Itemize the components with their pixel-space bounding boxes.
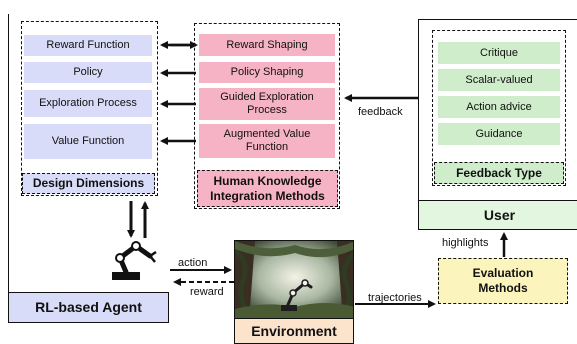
feedback-type-group (432, 30, 566, 186)
method-label: Reward Shaping (226, 38, 308, 51)
design-dimension-exploration-process: Exploration Process (24, 90, 152, 117)
feedback-scalar-valued: Scalar-valued (438, 69, 560, 91)
environment-image (234, 240, 354, 320)
highlights-label: highlights (442, 237, 488, 249)
rl-agent-title-text: RL-based Agent (35, 299, 142, 315)
feedback-type-title-text: Feedback Type (456, 165, 542, 180)
robot-arm-icon (112, 241, 157, 280)
method-label: Augmented Value Function (223, 128, 311, 153)
evaluation-methods-box: Evaluation Methods (438, 258, 568, 304)
design-dimension-policy: Policy (24, 62, 152, 83)
method-dimension-arrows (160, 41, 198, 145)
integration-methods-title-text: Human Knowledge Integration Methods (210, 173, 325, 203)
feedback-label: Critique (480, 46, 518, 59)
feedback-critique: Critique (438, 42, 560, 64)
design-dimensions-group (21, 21, 158, 196)
environment-title: Environment (234, 318, 354, 344)
feedback-label: feedback (358, 106, 403, 118)
environment-title-text: Environment (251, 322, 337, 339)
feedback-type-title: Feedback Type (434, 162, 564, 184)
method-policy-shaping: Policy Shaping (199, 62, 335, 83)
feedback-label: Guidance (475, 127, 523, 140)
feedback-action-advice: Action advice (438, 96, 560, 118)
highlights-label-text: highlights (442, 237, 489, 249)
user-title-text: User (483, 206, 516, 223)
feedback-label-text: feedback (358, 106, 403, 118)
reward-label-text: reward (190, 286, 224, 298)
reward-label: reward (190, 286, 224, 298)
method-label: Policy Shaping (230, 66, 304, 78)
rl-agent-title: RL-based Agent (8, 292, 169, 323)
trajectories-label: trajectories (368, 292, 422, 304)
design-dimension-value-function: Value Function (24, 124, 152, 159)
trajectories-label-text: trajectories (368, 292, 422, 304)
design-dimensions-title-text: Design Dimensions (32, 176, 145, 190)
method-label: Guided Exploration Process (220, 91, 314, 116)
method-guided-exploration-process: Guided Exploration Process (199, 88, 335, 120)
action-label: action (178, 257, 207, 269)
feedback-guidance: Guidance (438, 123, 560, 145)
evaluation-methods-text: Evaluation Methods (472, 266, 534, 295)
feedback-label: Scalar-valued (465, 73, 533, 86)
design-dimension-label: Reward Function (46, 39, 130, 51)
integration-methods-title: Human Knowledge Integration Methods (197, 170, 338, 207)
method-reward-shaping: Reward Shaping (199, 34, 335, 56)
method-augmented-value-function: Augmented Value Function (199, 124, 335, 158)
user-title: User (418, 200, 577, 230)
integration-methods-group (194, 23, 340, 209)
design-dimensions-title: Design Dimensions (22, 173, 155, 194)
feedback-label: Action advice (466, 100, 532, 113)
design-dimension-reward-function: Reward Function (24, 35, 152, 56)
design-dimension-label: Exploration Process (39, 97, 137, 109)
design-dimension-label: Value Function (51, 135, 125, 147)
action-label-text: action (178, 257, 208, 269)
design-dimension-label: Policy (73, 66, 103, 78)
forest-robot-illustration (235, 241, 353, 320)
